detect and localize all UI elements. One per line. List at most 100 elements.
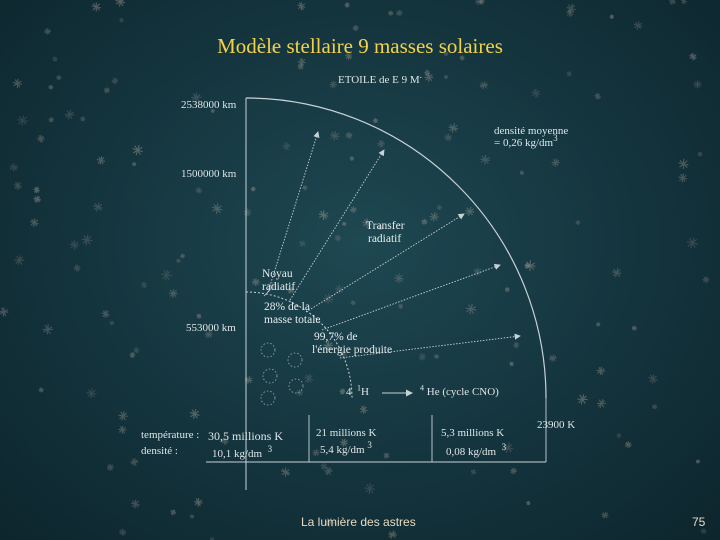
- star-shape: [189, 514, 195, 519]
- outer-temperature: 5,3 millions K: [441, 427, 505, 439]
- star-shape: [132, 144, 143, 156]
- star-shape: [434, 354, 440, 359]
- star-shape: [475, 0, 483, 6]
- star-shape: [551, 158, 560, 167]
- star-shape: [345, 131, 353, 139]
- radiation-arrow: [289, 149, 385, 301]
- star-shape: [269, 44, 278, 53]
- mid-density-value: 5,4 kg/dm: [320, 444, 365, 456]
- star-shape: [575, 220, 581, 225]
- star-shape: [444, 133, 452, 142]
- core-label-1: Noyau: [262, 268, 293, 280]
- star-shape: [320, 462, 328, 471]
- star-shape: [161, 269, 172, 281]
- star-shape: [312, 449, 320, 457]
- star-shape: [396, 9, 403, 17]
- star-shape: [668, 0, 677, 5]
- star-label: ETOILE de E 9 M.: [338, 70, 422, 86]
- star-shape: [297, 58, 306, 67]
- star-shape: [251, 278, 260, 287]
- reaction-left-sup: 1: [357, 383, 361, 393]
- star-shape: [509, 361, 514, 367]
- star-shape: [421, 218, 428, 225]
- star-shape: [648, 374, 658, 384]
- star-shape: [282, 142, 291, 151]
- star-shape: [702, 276, 710, 284]
- star-shape: [195, 187, 202, 194]
- star-shape: [418, 353, 426, 361]
- star-shape: [350, 206, 357, 214]
- reaction-coefficient: 4: [346, 386, 352, 398]
- star-shape: [13, 181, 22, 190]
- star-shape: [345, 52, 353, 60]
- star-shape: [510, 467, 517, 475]
- star-shape: [118, 411, 128, 421]
- core-boundary-arc: [245, 291, 353, 399]
- star-shape: [526, 500, 531, 506]
- star-shape: [29, 218, 39, 228]
- star-shape: [519, 170, 525, 175]
- star-shape: [633, 21, 643, 30]
- star-shape: [281, 467, 291, 477]
- mass-fraction-2: masse totale: [264, 314, 321, 326]
- transfer-label-1: Transfer: [366, 220, 405, 232]
- star-shape: [388, 530, 397, 539]
- mid-temperature: 21 millions K: [316, 427, 377, 439]
- star-shape: [566, 3, 576, 14]
- star-shape: [479, 81, 488, 90]
- star-shape: [73, 264, 81, 272]
- star-shape: [700, 528, 707, 535]
- radius-core: 553000 km: [186, 322, 236, 334]
- star-shape: [429, 212, 439, 222]
- star-shape: [334, 234, 342, 242]
- star-shape: [221, 437, 229, 445]
- surface-temperature: 23900 K: [537, 419, 576, 431]
- star-shape: [504, 287, 510, 292]
- star-shape: [349, 156, 355, 161]
- star-shape: [480, 154, 491, 165]
- star-shape: [695, 459, 701, 464]
- star-shape: [377, 225, 383, 231]
- star-shape: [209, 537, 215, 540]
- star-shape: [394, 273, 404, 284]
- core-density-exp: 3: [267, 444, 273, 454]
- radiation-arrow: [321, 263, 501, 331]
- star-shape: [479, 0, 485, 5]
- star-shape: [297, 2, 306, 11]
- star-shape: [680, 0, 688, 5]
- star-shape: [443, 51, 449, 57]
- star-shape: [194, 498, 203, 507]
- star-shape: [297, 63, 304, 70]
- star-shape: [693, 80, 702, 89]
- reaction-left-element: H: [361, 386, 369, 398]
- star-shape: [250, 186, 256, 192]
- star-shape: [115, 0, 126, 7]
- core-label-2: radiatif: [262, 281, 296, 293]
- star-shape: [133, 347, 140, 354]
- star-shape: [86, 388, 97, 399]
- star-shape: [436, 205, 442, 210]
- energy-fraction-2: l'énergie produite: [312, 344, 393, 356]
- star-shape: [323, 293, 334, 304]
- star-shape: [14, 255, 25, 266]
- star-shape: [566, 71, 572, 77]
- star-shape: [69, 240, 80, 250]
- star-shape: [64, 109, 75, 120]
- star-shape: [204, 330, 213, 339]
- star-shape: [56, 75, 62, 81]
- star-shape: [38, 387, 44, 393]
- star-shape: [17, 115, 28, 126]
- star-shape: [180, 253, 185, 259]
- star-shape: [577, 394, 588, 405]
- nucleus-dot: [262, 368, 278, 384]
- star-shape: [624, 441, 632, 449]
- star-shape: [398, 303, 404, 309]
- envelope-density-line2: = 0,26 kg/dm: [494, 137, 554, 149]
- star-shape: [140, 281, 148, 289]
- star-shape: [344, 2, 350, 8]
- star-shape: [111, 77, 119, 85]
- star-shape: [168, 289, 178, 298]
- star-shape: [304, 373, 314, 384]
- star-shape: [383, 452, 390, 459]
- star-shape: [470, 469, 477, 475]
